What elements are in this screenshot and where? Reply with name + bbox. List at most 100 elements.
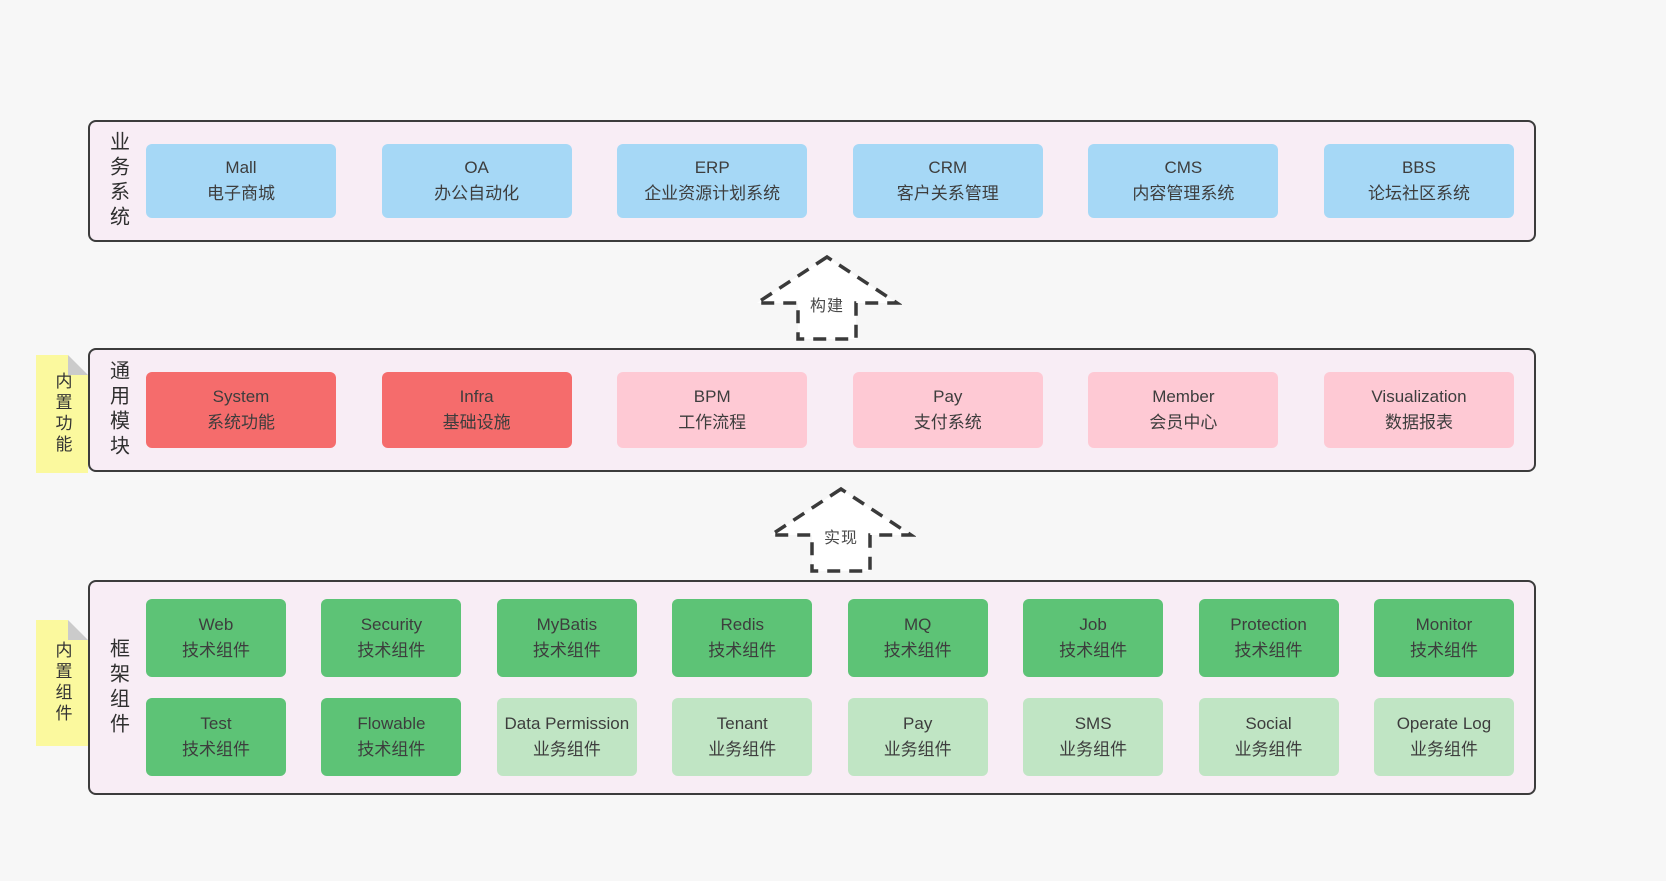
box-title: Flowable [357,714,426,733]
sticky-note-builtin-features: 内置功能 [36,355,88,473]
box-redis: Redis 技术组件 [672,599,813,677]
sticky-note-label: 内置功能 [52,372,72,456]
panel-body-business: Mall 电子商城 OA 办公自动化 ERP 企业资源计划系统 CRM 客户关系… [146,122,1534,240]
box-security: Security 技术组件 [321,599,462,677]
box-flowable: Flowable 技术组件 [321,698,462,776]
arrow-implement-label: 实现 [820,524,862,548]
box-title: ERP [694,158,730,177]
box-tenant: Tenant 业务组件 [672,698,813,776]
box-title: Security [360,615,423,634]
box-cms: CMS 内容管理系统 [1088,144,1279,218]
framework-row-2: Test 技术组件 Flowable 技术组件 Data Permission … [146,698,1514,776]
box-monitor: Monitor 技术组件 [1373,599,1514,677]
box-title: Protection [1230,615,1307,634]
box-member: Member 会员中心 [1088,372,1279,448]
box-subtitle: 技术组件 [532,641,601,660]
panel-label-common-modules: 通用模块 [106,360,129,460]
box-web: Web 技术组件 [146,599,286,677]
box-subtitle: 技术组件 [1234,641,1303,660]
box-social: Social 业务组件 [1198,698,1339,776]
box-protection: Protection 技术组件 [1198,599,1339,677]
box-subtitle: 数据报表 [1384,413,1453,432]
box-title: Operate Log [1396,714,1492,733]
box-title: Visualization [1371,387,1467,406]
box-operate-log: Operate Log 业务组件 [1373,698,1514,776]
box-subtitle: 技术组件 [182,740,250,759]
box-subtitle: 业务组件 [1409,740,1478,759]
box-infra: Infra 基础设施 [381,372,572,448]
box-title: Data Permission [504,714,630,733]
box-test: Test 技术组件 [146,698,286,776]
box-oa: OA 办公自动化 [381,144,572,218]
box-visualization: Visualization 数据报表 [1323,372,1514,448]
box-subtitle: 技术组件 [357,740,426,759]
box-subtitle: 技术组件 [883,641,952,660]
box-title: MQ [903,615,932,634]
box-title: Web [198,615,234,634]
box-subtitle: 论坛社区系统 [1367,184,1470,203]
box-title: BBS [1401,158,1436,177]
box-mybatis: MyBatis 技术组件 [496,599,637,677]
panel-business-systems: 业务系统 Mall 电子商城 OA 办公自动化 ERP 企业资源计划系统 CRM… [88,120,1536,242]
box-title: Redis [720,615,764,634]
box-crm: CRM 客户关系管理 [852,144,1043,218]
box-subtitle: 内容管理系统 [1132,184,1235,203]
box-bbs: BBS 论坛社区系统 [1323,144,1514,218]
box-subtitle: 技术组件 [357,641,426,660]
box-subtitle: 工作流程 [678,413,747,432]
box-title: Infra [459,387,494,406]
sticky-note-label: 内置组件 [52,641,72,725]
panel-body-framework: Web 技术组件 Security 技术组件 MyBatis 技术组件 Redi… [146,582,1534,793]
framework-row-1: Web 技术组件 Security 技术组件 MyBatis 技术组件 Redi… [146,599,1514,677]
box-subtitle: 支付系统 [913,413,982,432]
box-title: Tenant [716,714,768,733]
arrow-build: 构建 [752,254,902,342]
panel-label-framework-components: 框架组件 [106,637,129,738]
box-sms: SMS 业务组件 [1023,698,1164,776]
panel-body-modules: System 系统功能 Infra 基础设施 BPM 工作流程 Pay 支付系统… [146,350,1534,470]
box-data-permission: Data Permission 业务组件 [496,698,637,776]
box-pay-component: Pay 业务组件 [847,698,988,776]
panel-common-modules: 通用模块 System 系统功能 Infra 基础设施 BPM 工作流程 Pay… [88,348,1536,472]
box-subtitle: 企业资源计划系统 [644,184,781,203]
box-title: Test [200,714,232,733]
box-subtitle: 业务组件 [708,740,777,759]
box-title: Job [1079,615,1107,634]
box-subtitle: 业务组件 [1059,740,1128,759]
box-bpm: BPM 工作流程 [617,372,808,448]
box-title: CMS [1164,158,1203,177]
box-title: MyBatis [536,615,598,634]
box-pay-module: Pay 支付系统 [852,372,1043,448]
box-subtitle: 技术组件 [1409,641,1478,660]
box-title: CRM [928,158,968,177]
box-title: Pay [903,714,933,733]
sticky-note-builtin-components: 内置组件 [36,620,88,746]
box-title: Member [1152,387,1215,406]
box-system: System 系统功能 [146,372,336,448]
box-subtitle: 技术组件 [182,641,250,660]
box-subtitle: 业务组件 [883,740,952,759]
box-subtitle: 系统功能 [207,413,275,432]
box-subtitle: 会员中心 [1149,413,1218,432]
arrow-implement: 实现 [766,486,916,574]
panel-framework-components: 框架组件 Web 技术组件 Security 技术组件 MyBatis 技术组件… [88,580,1536,795]
box-subtitle: 技术组件 [1059,641,1128,660]
box-title: Pay [933,387,963,406]
box-subtitle: 办公自动化 [434,184,520,203]
box-title: SMS [1074,714,1112,733]
panel-label-business-systems: 业务系统 [106,131,129,231]
box-title: Mall [225,158,257,177]
box-subtitle: 业务组件 [532,740,601,759]
box-title: BPM [693,387,731,406]
box-mq: MQ 技术组件 [847,599,988,677]
box-subtitle: 技术组件 [708,641,777,660]
arrow-build-label: 构建 [806,292,848,316]
box-title: Monitor [1415,615,1473,634]
box-subtitle: 基础设施 [442,413,511,432]
box-title: OA [464,158,489,177]
box-subtitle: 电子商城 [207,184,275,203]
box-title: System [212,387,270,406]
box-erp: ERP 企业资源计划系统 [617,144,808,218]
box-mall: Mall 电子商城 [146,144,336,218]
